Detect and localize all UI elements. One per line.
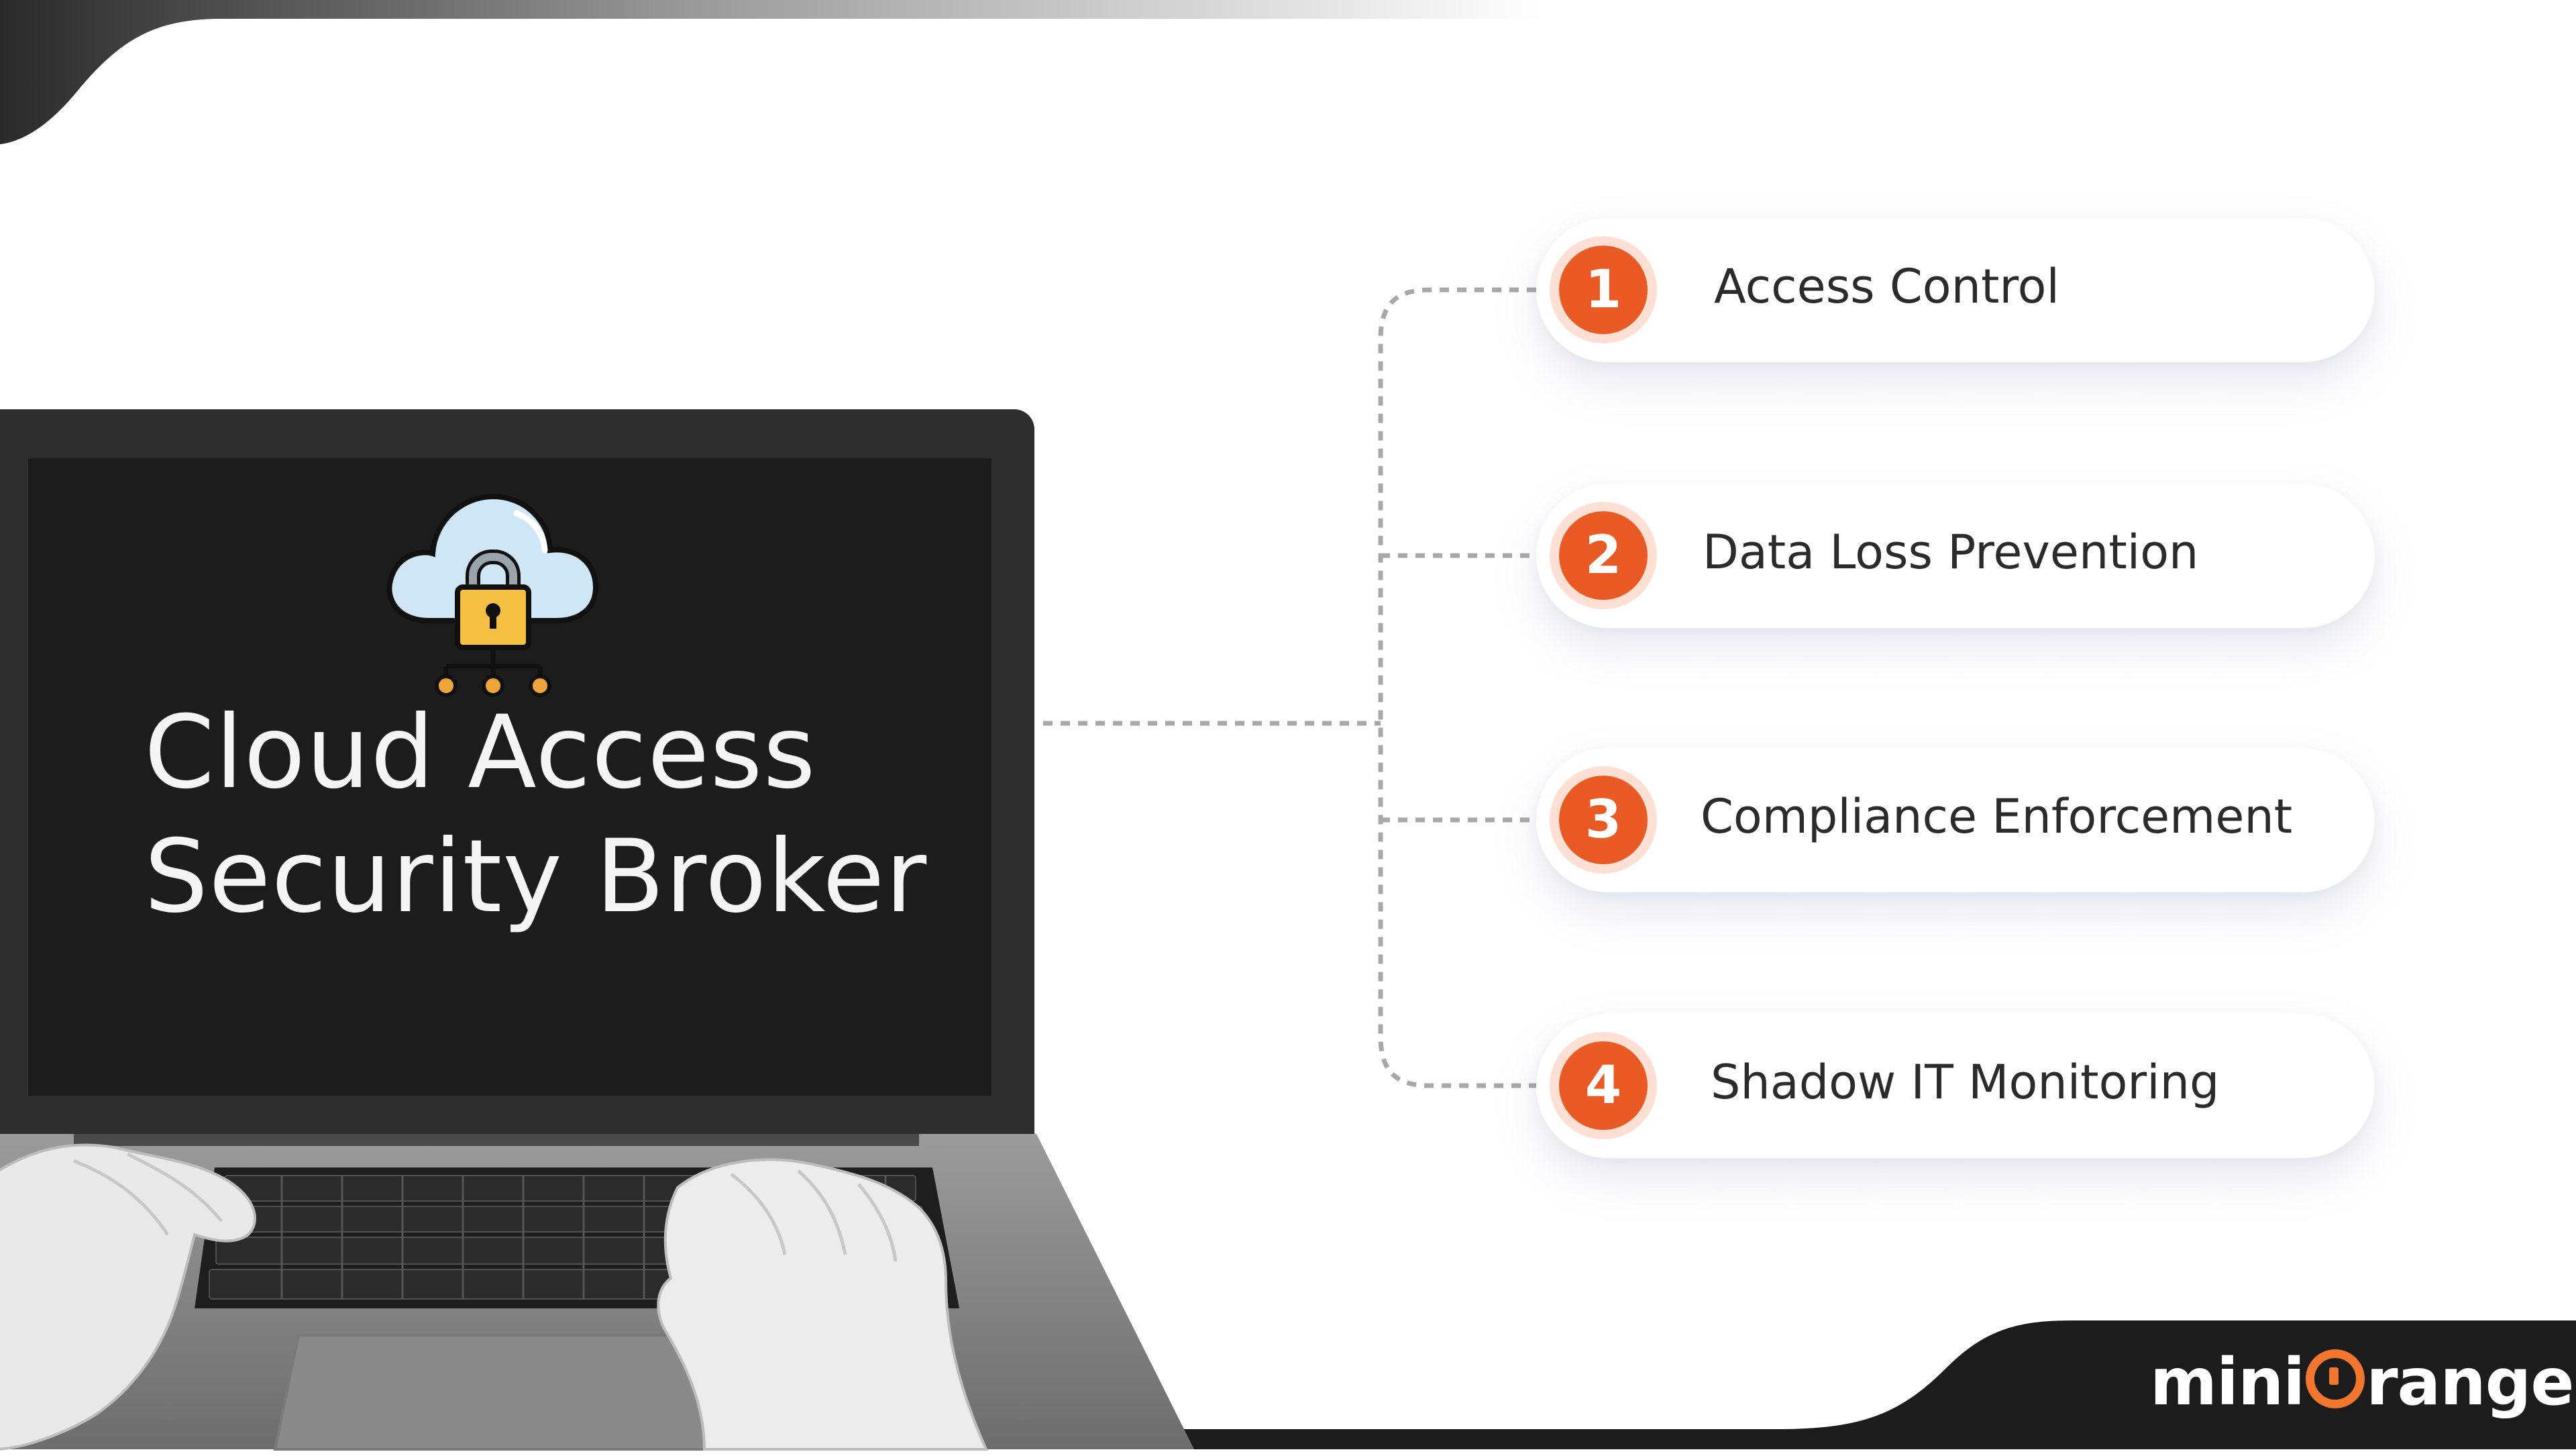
- cloud-lock-network-icon: [386, 493, 599, 697]
- badge-number: 1: [1559, 246, 1648, 334]
- feature-item-compliance-enforcement: 3 Compliance Enforcement: [1536, 748, 2375, 892]
- miniorange-logo: mini range: [2150, 1342, 2574, 1422]
- feature-label: Shadow IT Monitoring: [1711, 1055, 2220, 1110]
- badge-number: 4: [1559, 1041, 1648, 1130]
- number-badge: 3: [1550, 766, 1657, 874]
- badge-number: 3: [1559, 776, 1648, 864]
- feature-item-data-loss-prevention: 2 Data Loss Prevention: [1536, 484, 2375, 628]
- feature-label: Data Loss Prevention: [1703, 525, 2199, 580]
- feature-item-access-control: 1 Access Control: [1536, 218, 2375, 362]
- feature-label: Access Control: [1714, 259, 2059, 314]
- bottom-right-corner-decoration: [1100, 1320, 2576, 1449]
- title-line-1: Cloud Access: [144, 694, 816, 811]
- number-badge: 2: [1550, 502, 1657, 609]
- number-badge: 4: [1550, 1032, 1657, 1139]
- top-left-corner-decoration: [0, 0, 1543, 144]
- title-line-2: Security Broker: [144, 819, 928, 935]
- badge-number: 2: [1559, 511, 1648, 600]
- logo-text-part-2: range: [2366, 1345, 2574, 1420]
- feature-item-shadow-it-monitoring: 4 Shadow IT Monitoring: [1536, 1014, 2375, 1158]
- laptop-illustration: Cloud Access Security Broker: [0, 0, 1194, 1451]
- orange-keyhole-icon: [2306, 1349, 2365, 1408]
- number-badge: 1: [1550, 236, 1657, 344]
- laptop-keyboard-and-hands: [0, 1134, 1194, 1451]
- logo-text-part-1: mini: [2150, 1345, 2305, 1420]
- page-title: Cloud Access Security Broker: [144, 691, 976, 939]
- feature-label: Compliance Enforcement: [1701, 789, 2293, 844]
